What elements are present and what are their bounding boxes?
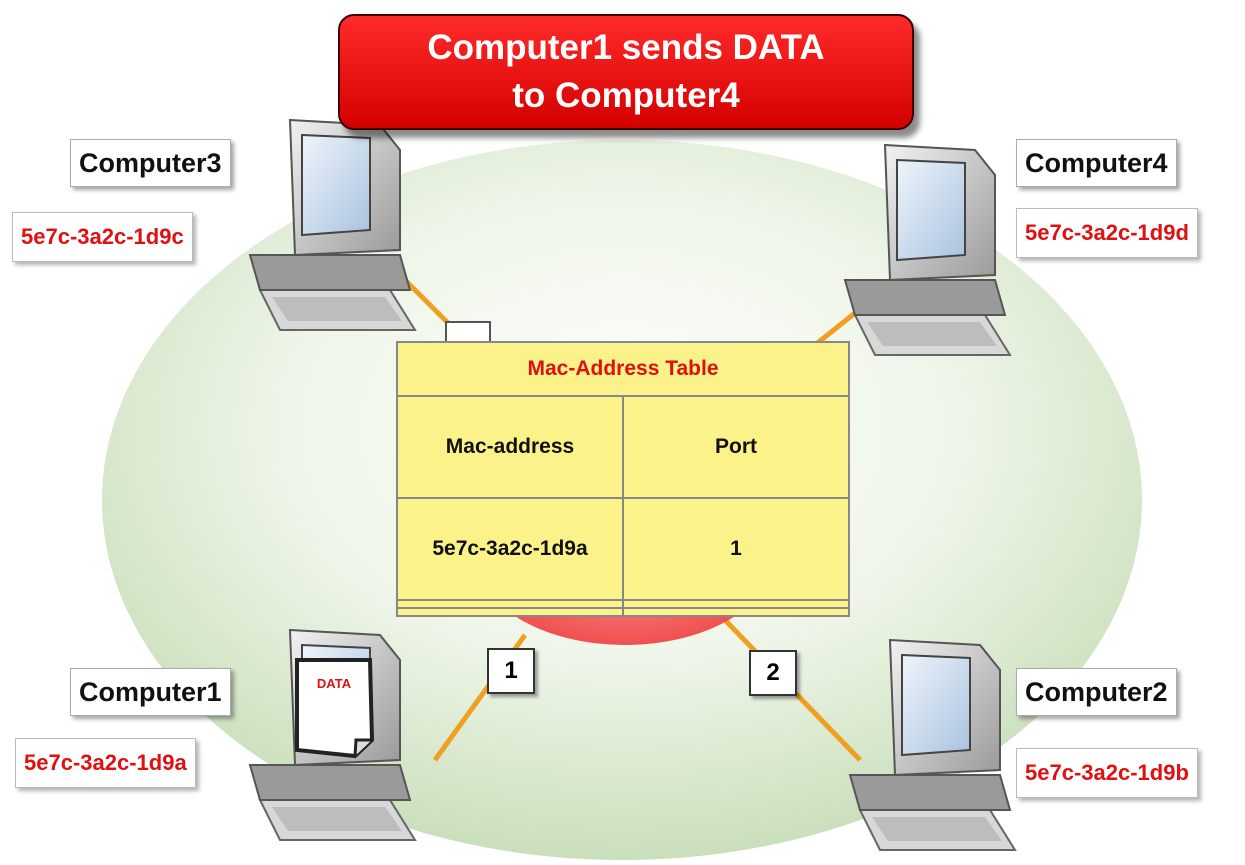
port-label-1: 1 xyxy=(487,648,535,694)
title-line-2: to Computer4 xyxy=(512,76,740,115)
mac-address-table: Mac-Address Table Mac-address Port 5e7c-… xyxy=(396,341,850,617)
computer1-mac-label: 5e7c-3a2c-1d9a xyxy=(15,738,196,788)
computer3-name-label: Computer3 xyxy=(70,139,231,187)
data-document-label: DATA xyxy=(316,676,352,691)
computer4-name-label: Computer4 xyxy=(1016,139,1177,187)
mac-table-header-port: Port xyxy=(622,394,850,500)
title-banner: Computer1 sends DATA to Computer4 xyxy=(338,14,914,130)
mac-table-cell-port: 1 xyxy=(622,497,850,602)
port-label-2: 2 xyxy=(749,650,797,696)
computer2-name-label: Computer2 xyxy=(1016,668,1177,716)
table-row: 5e7c-3a2c-1d9a 1 xyxy=(396,497,850,602)
mac-table-cell-mac xyxy=(396,599,624,610)
computer1-name-label: Computer1 xyxy=(70,668,231,716)
title-line-1: Computer1 sends DATA xyxy=(427,28,825,67)
computer2-mac-label: 5e7c-3a2c-1d9b xyxy=(1016,748,1198,798)
table-row xyxy=(396,607,850,617)
computer3-mac-label: 5e7c-3a2c-1d9c xyxy=(12,212,193,262)
mac-table-header-mac: Mac-address xyxy=(396,394,624,500)
mac-table-cell-mac xyxy=(396,607,624,617)
computer4-mac-label: 5e7c-3a2c-1d9d xyxy=(1016,208,1198,258)
mac-table-cell-mac: 5e7c-3a2c-1d9a xyxy=(396,497,624,602)
table-row xyxy=(396,599,850,610)
computer3-icon xyxy=(249,119,416,331)
mac-table-cell-port xyxy=(622,599,850,610)
mac-table-title: Mac-Address Table xyxy=(396,341,850,397)
mac-table-cell-port xyxy=(622,607,850,617)
